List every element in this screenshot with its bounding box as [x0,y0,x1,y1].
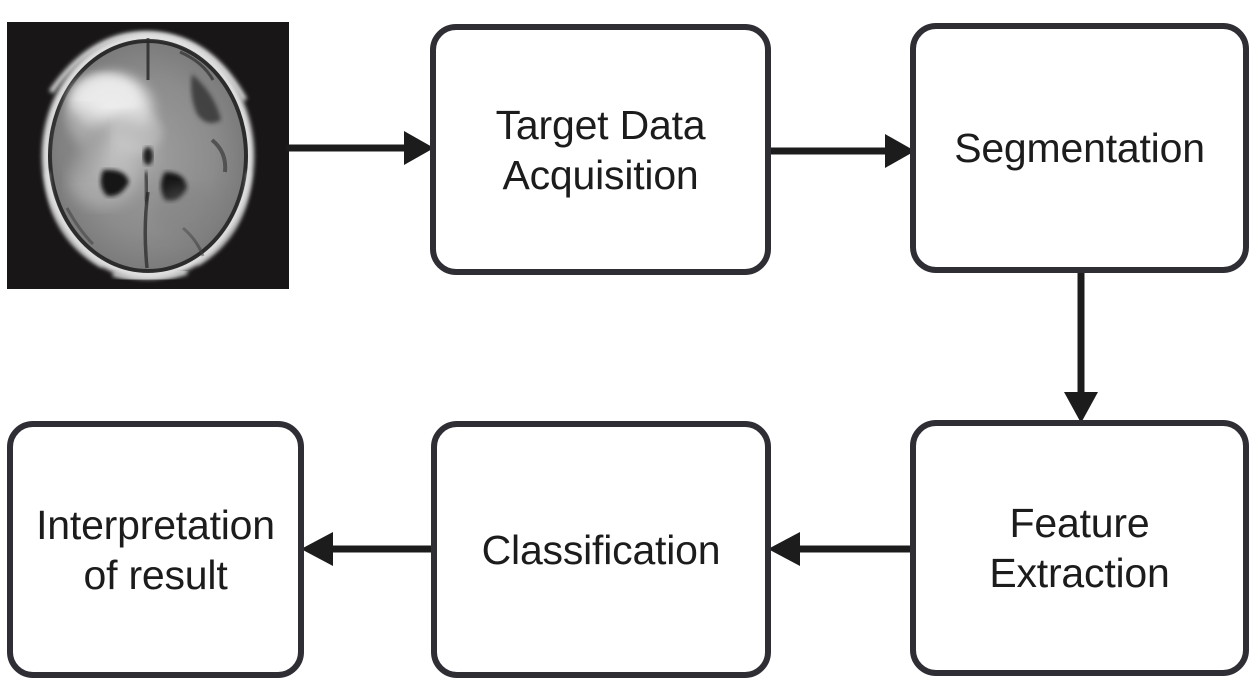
brain-mri-image [7,22,289,289]
arrow-mri-to-target-data [286,128,436,168]
arrow-classification-to-interpretation [299,530,439,570]
node-interpretation-of-result-label: Interpretation of result [36,501,275,598]
arrow-target-data-to-segmentation [769,131,917,171]
node-classification[interactable]: Classification [431,421,771,678]
node-feature-extraction-label: Feature Extraction [989,500,1170,596]
brain-mri-axial-slice-graphic [7,22,289,289]
arrow-feature-extraction-to-classification [766,530,916,570]
node-segmentation-label: Segmentation [954,125,1205,171]
node-feature-extraction[interactable]: Feature Extraction [910,420,1249,676]
node-target-data-acquisition[interactable]: Target Data Acquisition [430,24,771,275]
node-classification-label: Classification [481,526,721,573]
node-target-data-acquisition-label: Target Data Acquisition [495,101,706,198]
node-segmentation[interactable]: Segmentation [910,23,1249,273]
arrow-segmentation-to-feature-extraction [1060,270,1102,425]
node-interpretation-of-result[interactable]: Interpretation of result [7,421,304,678]
